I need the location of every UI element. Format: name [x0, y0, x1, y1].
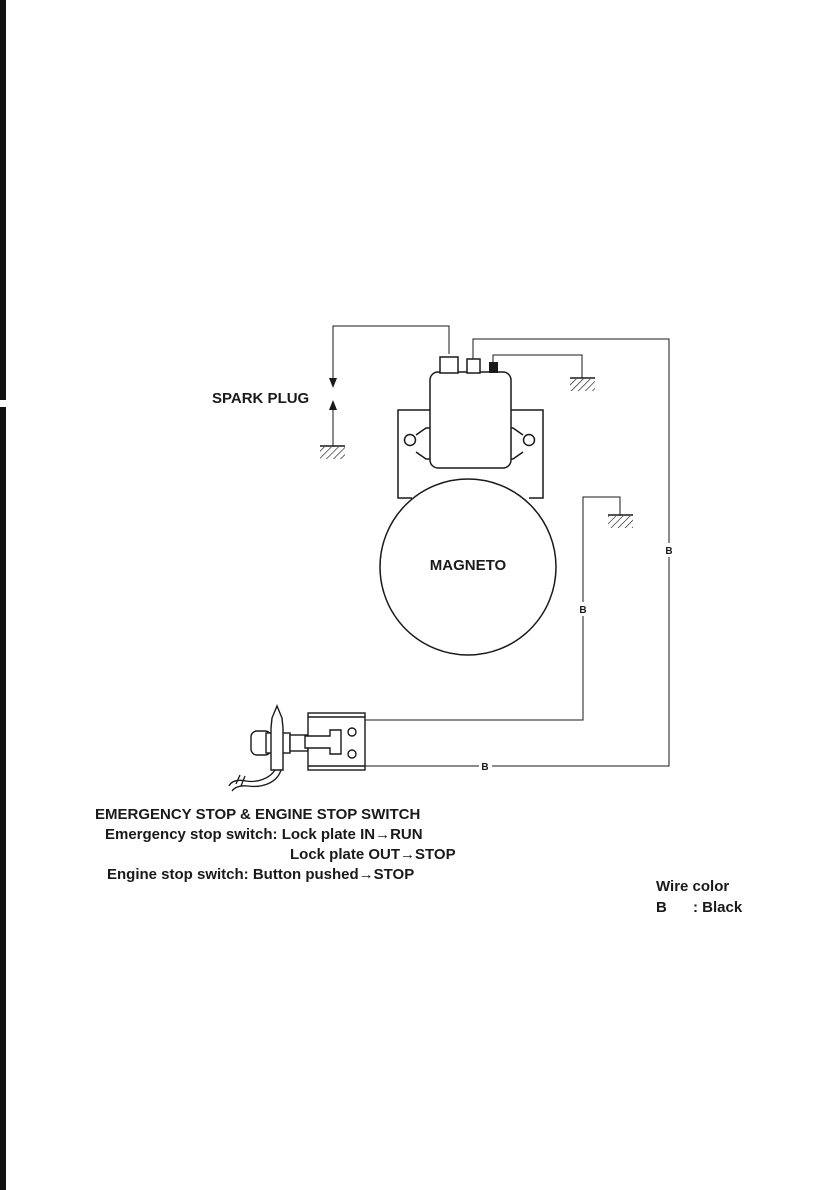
- stop-switch: [250, 704, 366, 771]
- ground-symbol-switch: [608, 514, 633, 528]
- switch-caption-title: EMERGENCY STOP & ENGINE STOP SWITCH: [95, 806, 421, 823]
- unit-ground-wire: [492, 354, 583, 378]
- spark-plug-wire: [332, 325, 450, 446]
- switch-caption-line2: Lock plate OUT→STOP: [290, 846, 456, 863]
- magneto-label: MAGNETO: [430, 557, 507, 574]
- magneto-circle: [379, 478, 557, 656]
- switch-caption-line3: Engine stop switch: Button pushed→STOP: [107, 866, 415, 883]
- wire-switch-to-ground: [365, 496, 621, 721]
- spark-plug-gap: [329, 378, 337, 410]
- spark-plug-label: SPARK PLUG: [212, 390, 309, 407]
- switch-caption-line1: Emergency stop switch: Lock plate IN→RUN: [105, 826, 423, 843]
- ground-symbol-magneto: [570, 377, 595, 391]
- page-edge-bar: [0, 0, 6, 1190]
- stop-switch-lanyard: [228, 769, 282, 792]
- ground-symbol-spark-plug: [320, 445, 345, 459]
- wire-unit-to-switch: [365, 338, 670, 767]
- wire-color-legend-code: B: [656, 899, 667, 916]
- page-edge-notch: [0, 400, 6, 407]
- wire-label-b-bottom: B: [481, 762, 488, 773]
- wire-color-legend-title: Wire color: [656, 878, 730, 895]
- ignition-unit: [429, 356, 512, 469]
- wire-label-b-right: B: [665, 546, 672, 557]
- wire-color-legend-meaning: : Black: [693, 899, 743, 916]
- wire-label-b-middle: B: [579, 605, 586, 616]
